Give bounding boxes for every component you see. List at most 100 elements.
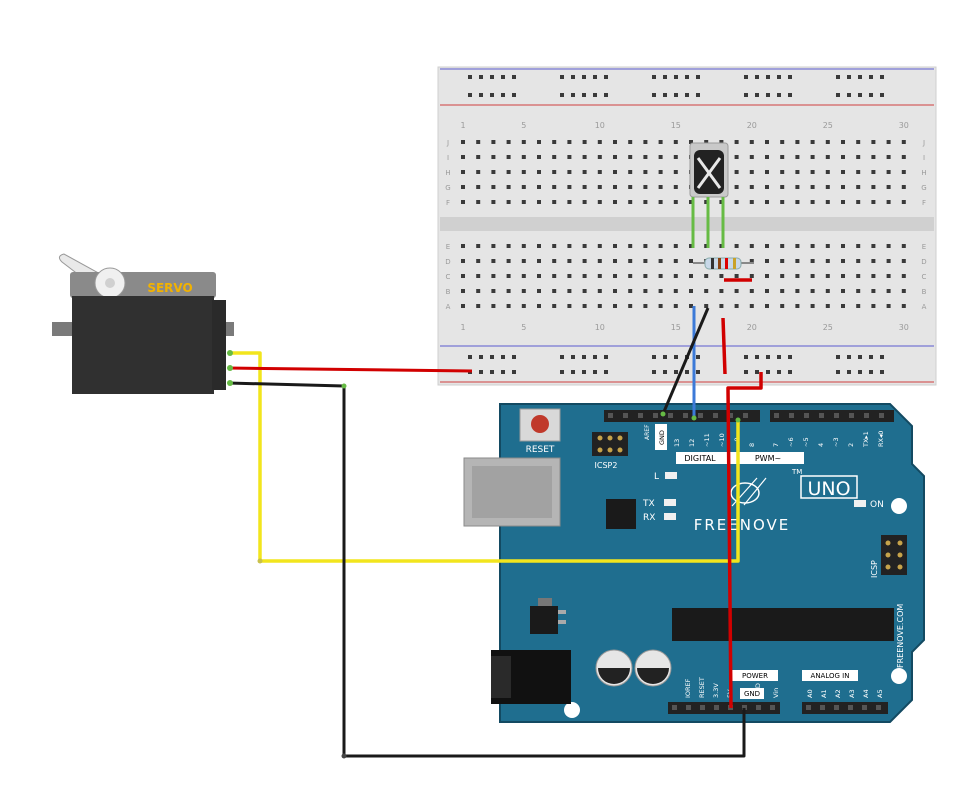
- analog-pin-label: A1: [820, 689, 828, 698]
- rail-hole: [582, 75, 586, 79]
- breadboard-hole: [886, 289, 891, 293]
- breadboard-hole: [476, 244, 481, 248]
- breadboard-hole: [476, 289, 481, 293]
- header-pin: [879, 413, 884, 418]
- breadboard-hole: [673, 289, 678, 293]
- header-pin: [806, 705, 811, 710]
- breadboard-hole: [704, 304, 709, 308]
- breadboard-hole: [537, 274, 541, 278]
- column-number-bottom: 30: [899, 323, 909, 332]
- breadboard-hole: [765, 289, 769, 293]
- breadboard-hole: [567, 155, 572, 159]
- breadboard-hole: [749, 304, 754, 308]
- rail-hole: [468, 75, 472, 79]
- breadboard-hole: [628, 140, 633, 144]
- rail-hole: [468, 355, 472, 359]
- breadboard-hole: [841, 289, 845, 293]
- breadboard-hole: [673, 140, 678, 144]
- analog-pin-label: A0: [806, 689, 814, 698]
- model-label: UNO: [807, 478, 850, 500]
- breadboard-hole: [810, 140, 815, 144]
- header-pin: [683, 413, 688, 418]
- breadboard-hole: [765, 244, 769, 248]
- header-pin: [672, 705, 677, 710]
- breadboard-hole: [673, 200, 678, 204]
- rx-led: [664, 513, 676, 520]
- breadboard-hole: [476, 274, 481, 278]
- rail-hole: [674, 355, 678, 359]
- breadboard-hole: [825, 304, 830, 308]
- breadboard-hole: [749, 289, 754, 293]
- breadboard-hole: [734, 200, 739, 204]
- breadboard-hole: [521, 259, 526, 263]
- rail-hole: [501, 75, 505, 79]
- breadboard-hole: [871, 289, 876, 293]
- wire-servo-power: [227, 366, 473, 373]
- rail-hole: [652, 355, 656, 359]
- breadboard-hole: [765, 200, 769, 204]
- breadboard-hole: [871, 185, 876, 189]
- breadboard-hole: [461, 289, 465, 293]
- breadboard-hole: [795, 155, 800, 159]
- rail-hole: [571, 355, 575, 359]
- header-pin: [862, 705, 867, 710]
- breadboard-hole: [613, 155, 617, 159]
- rail-hole: [858, 93, 862, 97]
- breadboard-hole: [780, 140, 785, 144]
- breadboard-hole: [901, 140, 906, 144]
- breadboard-hole: [613, 244, 617, 248]
- breadboard-hole: [901, 244, 906, 248]
- breadboard-hole: [734, 289, 739, 293]
- wire-endpoints: [227, 350, 741, 759]
- breadboard-hole: [901, 155, 906, 159]
- digital-header-pins: [608, 413, 884, 418]
- breadboard-hole: [704, 200, 709, 204]
- header-pin: [819, 413, 824, 418]
- rail-hole: [847, 355, 851, 359]
- capacitor-1: [595, 649, 633, 687]
- digital-pin-label: 7: [772, 443, 780, 447]
- breadboard-hole: [461, 304, 465, 308]
- rail-hole: [858, 355, 862, 359]
- breadboard-hole: [749, 155, 754, 159]
- breadboard-hole: [582, 244, 587, 248]
- breadboard-hole: [643, 185, 648, 189]
- breadboard-hole: [658, 170, 663, 174]
- rail-hole: [674, 75, 678, 79]
- breadboard-hole: [689, 274, 693, 278]
- column-number-bottom: 1: [460, 323, 465, 332]
- rail-hole: [490, 355, 494, 359]
- breadboard-hole: [476, 185, 481, 189]
- breadboard-hole: [567, 185, 572, 189]
- rail-hole: [663, 355, 667, 359]
- breadboard-hole: [597, 140, 602, 144]
- breadboard-hole: [734, 244, 739, 248]
- breadboard-hole: [628, 304, 633, 308]
- power-pin-label: RESET: [698, 677, 706, 698]
- header-pin: [623, 413, 628, 418]
- rail-hole: [479, 355, 483, 359]
- breadboard-hole: [795, 200, 800, 204]
- breadboard-hole: [537, 200, 541, 204]
- breadboard-hole: [476, 200, 481, 204]
- breadboard-hole: [597, 185, 602, 189]
- rail-hole: [766, 75, 770, 79]
- rail-hole: [652, 93, 656, 97]
- breadboard-hole: [643, 304, 648, 308]
- gnd-top-label: GND: [658, 430, 666, 445]
- breadboard-hole: [901, 185, 906, 189]
- breadboard-hole: [461, 244, 465, 248]
- tx-led: [664, 499, 676, 506]
- row-letter-right: A: [922, 303, 927, 311]
- row-letter-left: J: [446, 139, 449, 147]
- digital-pin-label: ~6: [787, 437, 795, 447]
- rail-hole: [755, 370, 759, 374]
- icsp-label: ICSP: [870, 560, 879, 578]
- breadboard-hole: [689, 304, 693, 308]
- breadboard-hole: [856, 155, 861, 159]
- breadboard-hole: [613, 200, 617, 204]
- wire-ir-ground: [661, 307, 710, 415]
- breadboard-hole: [856, 304, 861, 308]
- rail-hole: [777, 355, 781, 359]
